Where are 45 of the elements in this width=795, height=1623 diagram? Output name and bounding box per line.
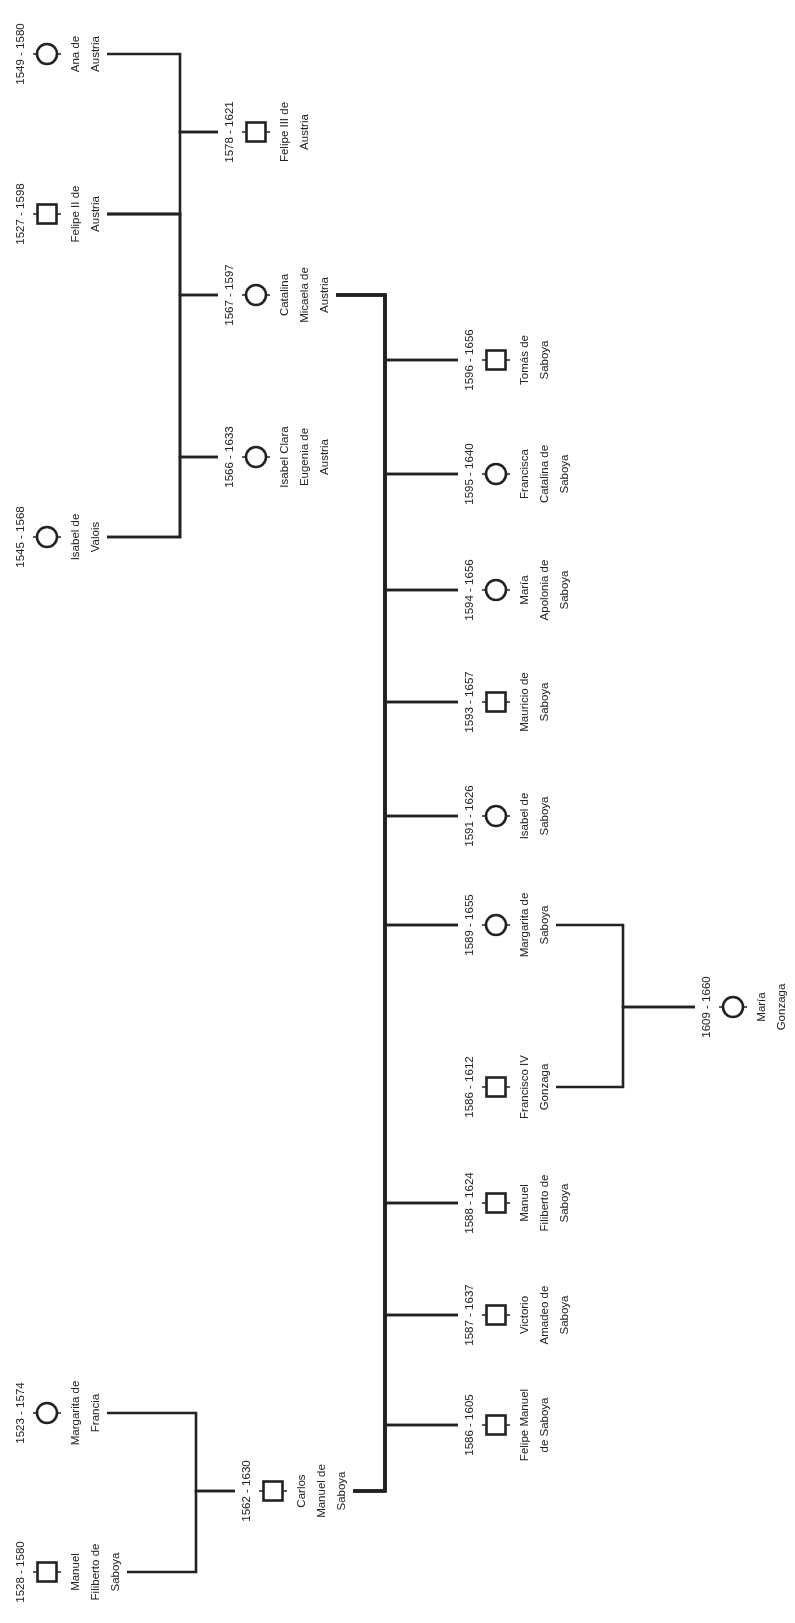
person-name: Margarita de Francia <box>68 1379 102 1448</box>
life-dates: 1528 - 1580 <box>13 1541 27 1603</box>
life-dates: 1587 - 1637 <box>462 1284 476 1346</box>
family-connector <box>107 1411 235 1493</box>
person-name: Tomás de Saboya <box>517 334 551 387</box>
family-connector <box>107 455 218 539</box>
life-dates: 1549 - 1580 <box>13 23 27 85</box>
person-name: Felipe Manuel de Saboya <box>517 1387 551 1464</box>
life-dates: 1594 - 1656 <box>462 559 476 621</box>
life-dates: 1566 - 1633 <box>222 426 236 488</box>
person-name: Carlos Manuel de Saboya <box>294 1463 348 1520</box>
life-dates: 1589 - 1655 <box>462 894 476 956</box>
person-name: Catalina Micaela de Austria <box>277 266 331 325</box>
person-name: Mauricio de Saboya <box>517 671 551 734</box>
life-dates: 1523 - 1574 <box>13 1382 27 1444</box>
person-name: Felipe III de Austria <box>277 100 311 165</box>
person-name: Victorio Amadeo de Saboya <box>517 1284 571 1347</box>
person-name: Isabel Clara Eugenia de Austria <box>277 425 331 490</box>
person-name: María Apolonia de Saboya <box>517 558 571 623</box>
life-dates: 1596 - 1656 <box>462 329 476 391</box>
person-name: Manuel Filiberto de Saboya <box>68 1542 122 1603</box>
person-name: Ana de Austria <box>68 34 102 75</box>
person-name: Isabel de Valois <box>68 512 102 563</box>
life-dates: 1545 - 1568 <box>13 506 27 568</box>
family-connector <box>336 293 458 362</box>
life-dates: 1586 - 1605 <box>462 1394 476 1456</box>
person-name: Margarita de Saboya <box>517 891 551 960</box>
family-connector <box>107 52 218 134</box>
person-name: Francisco IV Gonzaga <box>517 1054 551 1121</box>
person-name: María Gonzaga <box>754 982 788 1033</box>
person-name: Isabel de Saboya <box>517 791 551 842</box>
life-dates: 1562 - 1630 <box>239 1460 253 1522</box>
family-connector <box>556 923 695 1009</box>
life-dates: 1567 - 1597 <box>222 264 236 326</box>
person-name: Francisca Catalina de Saboya <box>517 443 571 506</box>
life-dates: 1591 - 1626 <box>462 785 476 847</box>
life-dates: 1586 - 1612 <box>462 1056 476 1118</box>
life-dates: 1609 - 1660 <box>699 976 713 1038</box>
life-dates: 1527 - 1598 <box>13 183 27 245</box>
life-dates: 1588 - 1624 <box>462 1172 476 1234</box>
life-dates: 1595 - 1640 <box>462 443 476 505</box>
person-name: Manuel Filiberto de Saboya <box>517 1173 571 1234</box>
life-dates: 1593 - 1657 <box>462 671 476 733</box>
person-name: Felipe II de Austria <box>68 184 102 245</box>
life-dates: 1578 - 1621 <box>222 101 236 163</box>
